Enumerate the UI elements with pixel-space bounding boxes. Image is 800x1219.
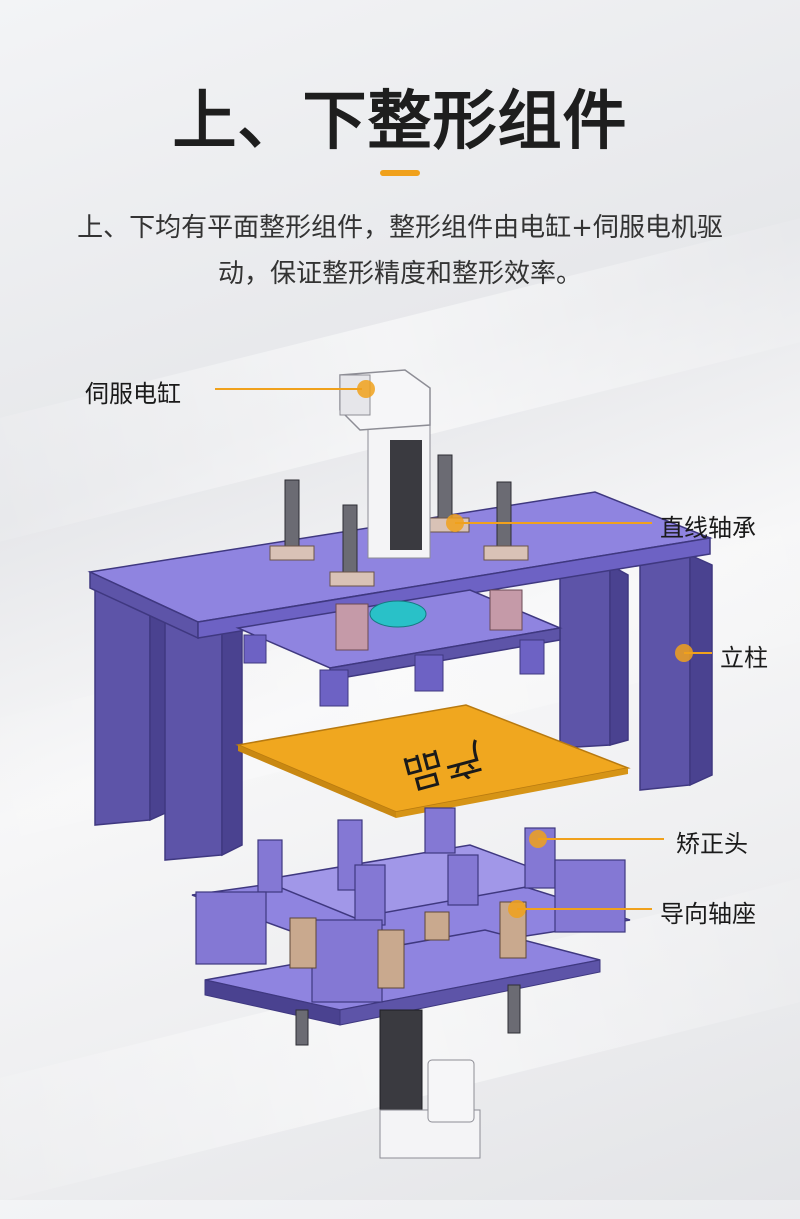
callout-linear-bearing-dot (446, 514, 464, 532)
callout-servo-cylinder-label: 伺服电缸 (85, 380, 181, 408)
guide-seats (289, 901, 527, 989)
callout-linear-bearing-label: 直线轴承 (660, 514, 756, 542)
lower-guide-shafts (295, 984, 521, 1046)
servo-cylinder (339, 369, 431, 559)
callout-correction-head-dot (529, 830, 547, 848)
bearing-housings (335, 589, 523, 651)
callout-correction-head-label: 矫正头 (676, 830, 748, 858)
callout-guide-seat-dot (508, 900, 526, 918)
servo-motor (379, 1009, 481, 1159)
callout-servo-cylinder-dot (357, 380, 375, 398)
page-title: 上、下整形组件 (172, 85, 628, 159)
guide-shafts (284, 454, 512, 581)
callout-column-dot (675, 644, 693, 662)
callout-guide-seat-label: 导向轴座 (660, 900, 756, 928)
title-accent-bar (380, 170, 420, 176)
description-text: 上、下均有平面整形组件，整形组件由电缸+伺服电机驱动，保证整形精度和整形效率。 (77, 213, 723, 289)
callout-column-label: 立柱 (720, 644, 768, 672)
product-plate (235, 704, 631, 818)
